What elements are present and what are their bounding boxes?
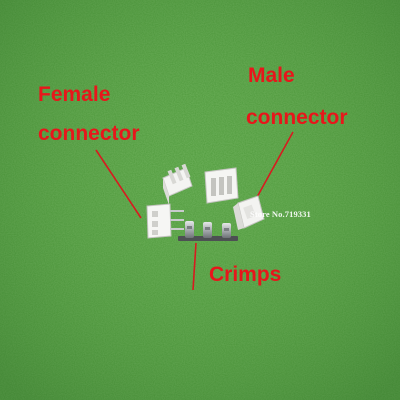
crimps-label: Crimps <box>209 263 282 286</box>
female-connector-part <box>146 203 184 239</box>
store-watermark: Store No.719331 <box>250 209 311 219</box>
crimps-pointer-line <box>192 242 197 291</box>
connector-top-middle <box>204 167 239 204</box>
male-pointer-line <box>255 131 294 200</box>
male-label-line2: connector <box>246 106 348 129</box>
male-connector-part <box>233 195 265 230</box>
crimp-strip <box>178 221 238 241</box>
male-label-line1: Male <box>248 64 295 87</box>
female-label-line2: connector <box>38 122 140 145</box>
connector-top-left <box>162 163 193 205</box>
female-pointer-line <box>95 149 142 219</box>
female-label-line1: Female <box>38 83 111 106</box>
